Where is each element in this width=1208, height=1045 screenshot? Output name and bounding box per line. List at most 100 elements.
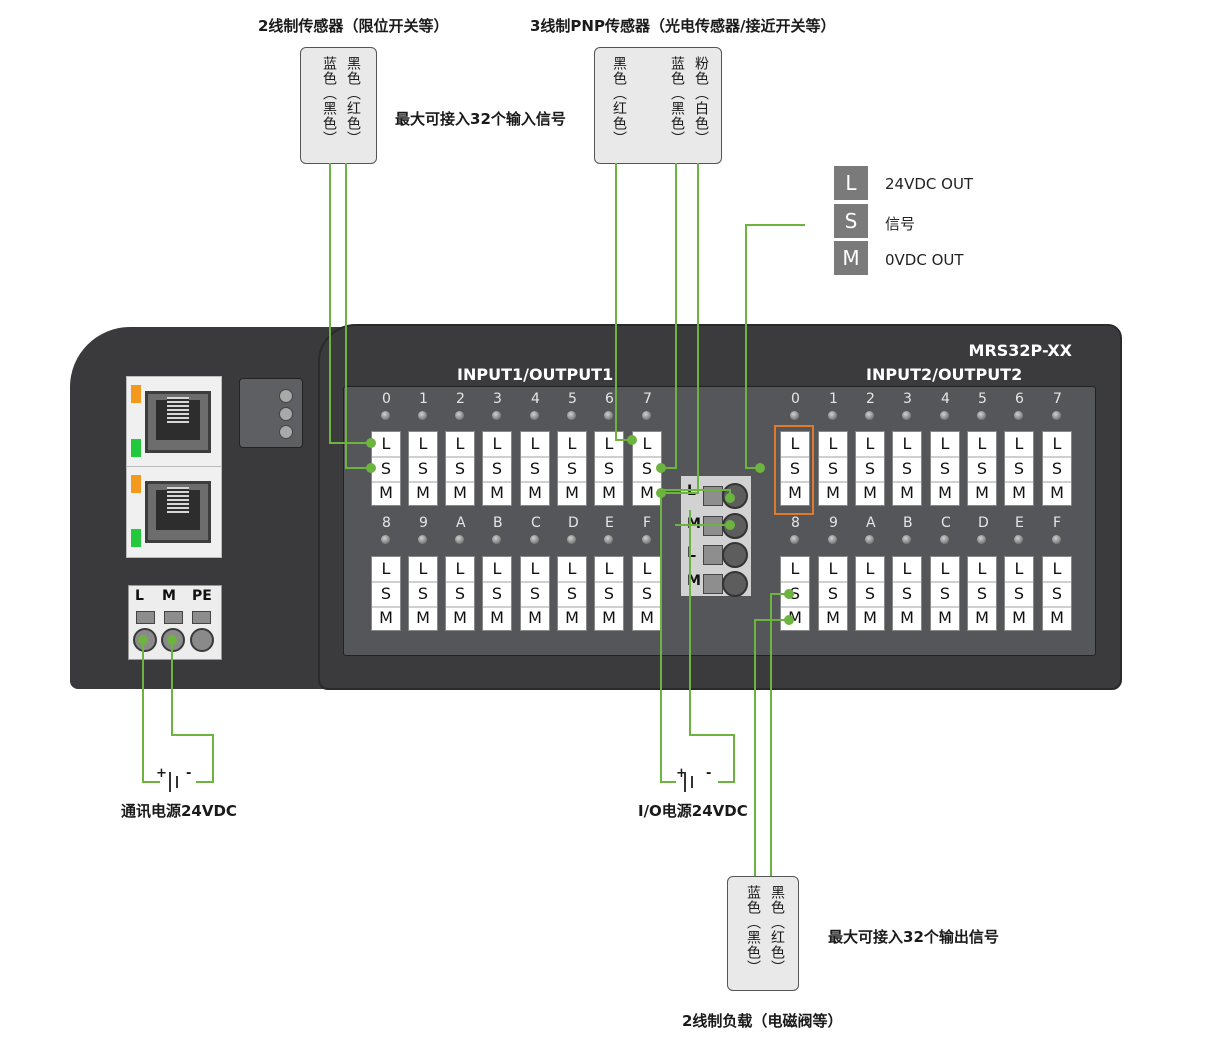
terminal-letter: L bbox=[828, 559, 838, 578]
max-output-label: 最大可接入32个输出信号 bbox=[828, 928, 999, 946]
group2-label: INPUT2/OUTPUT2 bbox=[866, 365, 1023, 384]
wire-sensor3-m bbox=[661, 163, 699, 494]
indicator-icon bbox=[279, 425, 293, 439]
rj45-jack-icon bbox=[145, 481, 211, 543]
terminal-letter: S bbox=[1013, 584, 1025, 603]
channel-led-icon bbox=[418, 535, 427, 544]
terminal-letter: S bbox=[939, 584, 951, 603]
channel-label: F bbox=[1053, 515, 1062, 531]
link-led-icon bbox=[131, 385, 141, 403]
comm-minus: - bbox=[186, 766, 192, 781]
terminal-letter: M bbox=[379, 608, 393, 627]
terminal-letter: S bbox=[864, 584, 876, 603]
channel-led-icon bbox=[530, 535, 539, 544]
load2-title: 2线制负载（电磁阀等） bbox=[682, 1012, 843, 1030]
channel-label: B bbox=[493, 515, 503, 531]
sensor2-wire-right: 蓝色（黑色） bbox=[321, 56, 337, 146]
terminal-letter: L bbox=[977, 434, 987, 453]
channel-led-icon bbox=[381, 535, 390, 544]
load-wire-right: 蓝色（黑色） bbox=[745, 885, 761, 975]
max-input-label: 最大可接入32个输入信号 bbox=[395, 110, 566, 128]
channel-led-icon bbox=[567, 535, 576, 544]
channel-label: 5 bbox=[568, 391, 577, 407]
terminal-letter: S bbox=[789, 584, 801, 603]
comm-power-label: 通讯电源24VDC bbox=[121, 802, 237, 820]
legend-text-m: 0VDC OUT bbox=[885, 251, 964, 269]
io-power-connector[interactable]: L M L M bbox=[680, 475, 752, 597]
terminal-letter: L bbox=[865, 559, 875, 578]
wire-node-icon bbox=[366, 438, 376, 448]
group1-label: INPUT1/OUTPUT1 bbox=[457, 365, 614, 384]
screw-icon[interactable] bbox=[722, 571, 748, 597]
terminal-letter: S bbox=[603, 459, 615, 478]
terminal-letter: L bbox=[940, 434, 950, 453]
channel-label: 8 bbox=[791, 515, 800, 531]
activity-led-icon bbox=[131, 529, 141, 547]
comm-plus: + bbox=[156, 766, 167, 781]
wire-io-supply-minus bbox=[689, 510, 735, 783]
terminal-letter: L bbox=[865, 434, 875, 453]
channel-label: 2 bbox=[866, 391, 875, 407]
terminal-letter: S bbox=[454, 459, 466, 478]
channel-led-icon bbox=[567, 411, 576, 420]
screw-icon[interactable] bbox=[722, 542, 748, 568]
ethernet-port-2[interactable] bbox=[126, 466, 222, 558]
channel-label: 8 bbox=[382, 515, 391, 531]
terminal-letter: L bbox=[790, 559, 800, 578]
channel-led-icon bbox=[790, 535, 799, 544]
legend-key-m: M bbox=[834, 241, 868, 275]
terminal-letter: L bbox=[604, 559, 614, 578]
ethernet-port-1[interactable] bbox=[126, 376, 222, 468]
terminal-letter: S bbox=[939, 459, 951, 478]
terminal-letter: L bbox=[492, 434, 502, 453]
wire-comm-minus bbox=[171, 640, 214, 783]
wire-sensor3-l bbox=[615, 163, 632, 441]
terminal-letter: M bbox=[863, 483, 877, 502]
terminal-letter: L bbox=[1052, 434, 1062, 453]
channel-label: 3 bbox=[903, 391, 912, 407]
screw-icon[interactable] bbox=[190, 628, 214, 652]
load-wire-left: 黑色（红色） bbox=[769, 885, 785, 975]
sensor-2wire: 黑色（红色） 蓝色（黑色） bbox=[300, 47, 377, 164]
wire-node-icon bbox=[138, 635, 148, 645]
terminal-letter: S bbox=[529, 584, 541, 603]
terminal-letter: M bbox=[565, 483, 579, 502]
terminal-letter: M bbox=[975, 483, 989, 502]
terminal-letter: M bbox=[900, 483, 914, 502]
wire-node-icon bbox=[167, 635, 177, 645]
channel-label: 3 bbox=[493, 391, 502, 407]
channel-led-icon bbox=[530, 411, 539, 420]
wire-io-supply-plus bbox=[660, 493, 676, 783]
channel-label: D bbox=[978, 515, 989, 531]
